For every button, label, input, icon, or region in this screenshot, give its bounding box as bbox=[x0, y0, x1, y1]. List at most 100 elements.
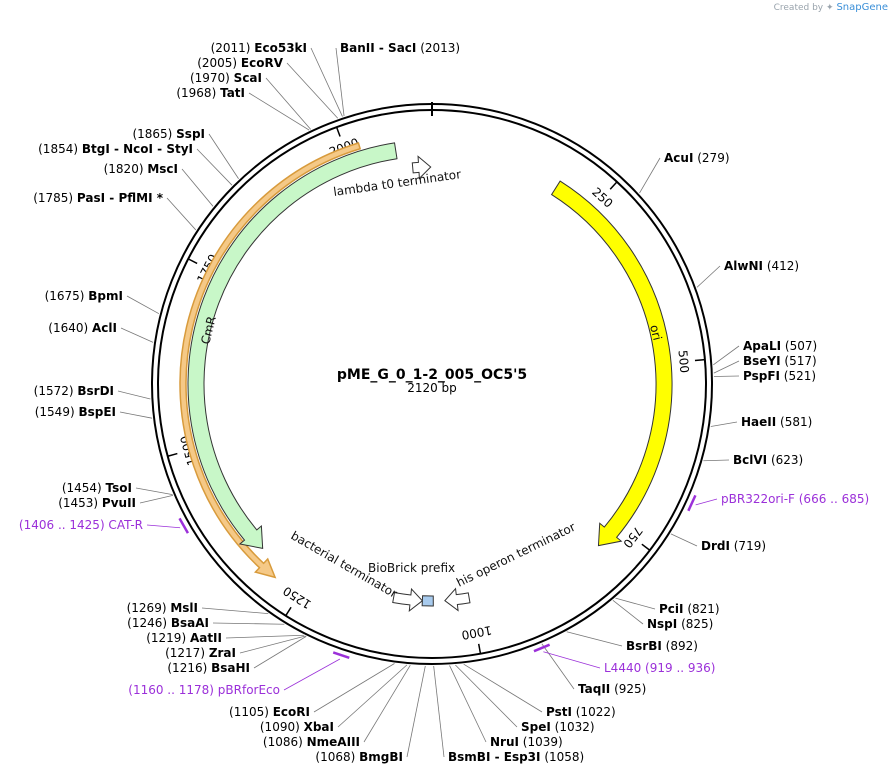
primer-label[interactable]: (1160 .. 1178) pBRforEco bbox=[128, 683, 280, 697]
enzyme-site-label[interactable]: NspI (825) bbox=[647, 617, 713, 631]
enzyme-site-label[interactable]: (1454) TsoI bbox=[62, 481, 132, 495]
enzyme-site-label[interactable]: (1820) MscI bbox=[104, 162, 178, 176]
leader-line bbox=[713, 360, 740, 374]
site-labels: AcuI (279) AlwNI (412) ApaLI (507)BseYI (5… bbox=[19, 41, 869, 764]
leader-line bbox=[181, 168, 214, 207]
feature-lambda-t0-terminator[interactable] bbox=[411, 155, 432, 180]
leader-line bbox=[196, 148, 233, 186]
feature-ori[interactable] bbox=[550, 180, 673, 547]
feature-biobrick-prefix[interactable] bbox=[421, 595, 434, 607]
enzyme-site-label[interactable]: (1865) SspI bbox=[132, 127, 205, 141]
leader-lines bbox=[117, 47, 740, 758]
enzyme-site-label[interactable]: TaqII (925) bbox=[578, 682, 646, 696]
enzyme-site-label[interactable]: AcuI (279) bbox=[664, 151, 730, 165]
enzyme-site-label[interactable]: (1219) AatII bbox=[146, 631, 222, 645]
feature-cmr-highlight[interactable] bbox=[179, 142, 362, 579]
leader-line bbox=[248, 92, 310, 131]
leader-line bbox=[615, 597, 656, 610]
leader-line bbox=[710, 421, 738, 427]
ruler-tick bbox=[694, 358, 705, 362]
leader-line bbox=[713, 345, 740, 366]
primer-mark bbox=[178, 517, 190, 534]
leader-line bbox=[166, 197, 197, 231]
leader-line bbox=[117, 390, 151, 400]
primer-leader-line bbox=[146, 524, 181, 529]
leader-line bbox=[449, 665, 487, 743]
enzyme-site-label[interactable]: PciI (821) bbox=[659, 602, 720, 616]
primer-label[interactable]: (1406 .. 1425) CAT-R bbox=[19, 518, 143, 532]
enzyme-site-label[interactable]: (1640) AclI bbox=[48, 321, 117, 335]
snapgene-logo-icon: ✦ bbox=[826, 3, 834, 13]
primer-label[interactable]: L4440 (919 .. 936) bbox=[604, 661, 715, 675]
leader-line bbox=[703, 459, 730, 462]
enzyme-site-label[interactable]: (1675) BpmI bbox=[45, 289, 123, 303]
feature-label-his-operon-terminator: his operon terminator bbox=[454, 520, 578, 590]
enzyme-site-label[interactable]: (2005) EcoRV bbox=[197, 56, 284, 70]
leader-line bbox=[286, 62, 339, 119]
enzyme-site-label[interactable]: (1269) MslI bbox=[127, 601, 198, 615]
enzyme-site-label[interactable]: (1785) PasI - PflMI * bbox=[33, 191, 164, 205]
leader-line bbox=[208, 133, 239, 179]
brand-prefix: Created by bbox=[773, 3, 824, 13]
enzyme-site-label[interactable]: (2011) Eco53kI bbox=[211, 41, 307, 55]
primer-mark bbox=[533, 643, 551, 653]
leader-line bbox=[265, 77, 312, 130]
enzyme-site-label[interactable]: BseYI (517) bbox=[743, 354, 817, 368]
leader-line bbox=[239, 635, 306, 654]
enzyme-site-label[interactable]: (1086) NmeAIII bbox=[263, 735, 360, 749]
enzyme-site-label[interactable]: (1216) BsaHI bbox=[167, 661, 250, 675]
enzyme-site-label[interactable]: ApaLI (507) bbox=[743, 339, 817, 353]
enzyme-site-label[interactable]: (1068) BmgBI bbox=[315, 750, 403, 764]
ruler-tick bbox=[285, 606, 292, 617]
feature-his-operon-terminator[interactable] bbox=[444, 587, 471, 612]
enzyme-site-label[interactable]: (1217) ZraI bbox=[165, 646, 236, 660]
enzyme-site-label[interactable]: (1105) EcoRI bbox=[229, 705, 310, 719]
leader-line bbox=[455, 664, 518, 728]
enzyme-site-label[interactable]: (1453) PvuII bbox=[58, 496, 136, 510]
enzyme-site-label[interactable]: (1246) BsaAI bbox=[127, 616, 209, 630]
enzyme-site-label[interactable]: (1968) TatI bbox=[176, 86, 245, 100]
enzyme-site-label[interactable]: (1549) BspEI bbox=[35, 405, 116, 419]
enzyme-site-label[interactable]: PstI (1022) bbox=[546, 705, 616, 719]
leader-line bbox=[612, 600, 644, 625]
snapgene-brand: Created by ✦ SnapGene bbox=[774, 2, 888, 13]
plasmid-name: pME_G_0_1-2_005_OC5'5 bbox=[337, 367, 527, 383]
feature-label-lambda-t0: lambda t0 terminator bbox=[332, 167, 461, 199]
ruler-tick bbox=[609, 181, 618, 190]
primer-leader-line bbox=[283, 658, 341, 691]
enzyme-site-label[interactable]: SpeI (1032) bbox=[521, 720, 595, 734]
enzyme-site-label[interactable]: (1970) ScaI bbox=[190, 71, 262, 85]
enzyme-site-label[interactable]: AlwNI (412) bbox=[724, 259, 799, 273]
enzyme-site-label[interactable]: DrdI (719) bbox=[701, 539, 766, 553]
enzyme-site-label[interactable]: BclVI (623) bbox=[733, 453, 803, 467]
feature-bacterial-terminator[interactable] bbox=[392, 587, 424, 612]
feature-arrows bbox=[179, 142, 673, 612]
enzyme-site-label[interactable]: BsrBI (892) bbox=[626, 639, 698, 653]
feature-cmr[interactable] bbox=[187, 142, 398, 549]
leader-line bbox=[310, 47, 343, 117]
enzyme-site-label[interactable]: (1572) BsrDI bbox=[34, 384, 114, 398]
leader-line bbox=[337, 664, 408, 728]
enzyme-site-label[interactable]: (1854) BtgI - NcoI - StyI bbox=[38, 142, 193, 156]
leader-line bbox=[119, 411, 153, 419]
ruler-tick bbox=[335, 126, 341, 137]
primer-leader-line bbox=[695, 498, 718, 506]
leader-line bbox=[135, 487, 173, 496]
ruler-tick-label: 1250 bbox=[281, 583, 314, 611]
ruler-tick bbox=[187, 258, 198, 265]
leader-line bbox=[253, 636, 307, 669]
enzyme-site-label[interactable]: PspFI (521) bbox=[743, 369, 816, 383]
primer-label[interactable]: pBR322ori-F (666 .. 685) bbox=[721, 492, 869, 506]
leader-line bbox=[406, 665, 426, 758]
enzyme-site-label[interactable]: BsmBI - Esp3I (1058) bbox=[448, 750, 584, 764]
enzyme-site-label[interactable]: (1090) XbaI bbox=[260, 720, 334, 734]
brand-name: SnapGene bbox=[836, 2, 888, 13]
enzyme-site-label[interactable]: HaeII (581) bbox=[741, 415, 812, 429]
leader-line bbox=[201, 607, 269, 615]
leader-line bbox=[335, 47, 345, 117]
leader-line bbox=[566, 631, 623, 647]
enzyme-site-label[interactable]: NruI (1039) bbox=[490, 735, 563, 749]
leader-line bbox=[139, 494, 174, 504]
enzyme-site-label[interactable]: BanII - SacI (2013) bbox=[340, 41, 460, 55]
